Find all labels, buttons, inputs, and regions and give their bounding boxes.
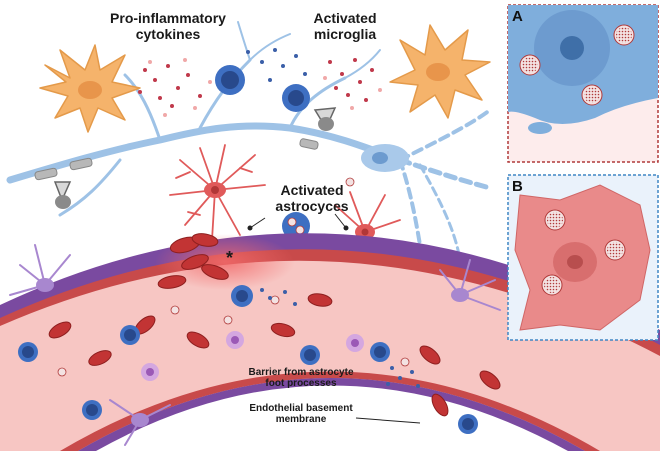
neuron — [6, 21, 493, 262]
inset-panel-a — [507, 4, 659, 163]
microglia-label-line1: Activated — [313, 10, 377, 26]
synapse-terminal-right — [313, 107, 337, 131]
barrier-label: Barrier from astrocyte foot processes — [236, 367, 366, 389]
astrocyte-right-nucleus — [361, 228, 369, 236]
vessel-inner-endothelium — [60, 371, 600, 451]
astrocytes-label: Activated astrocyces — [262, 182, 362, 214]
cytokines-label: Pro-inflammatory cytokines — [98, 10, 238, 42]
microglia-label-line2: microglia — [313, 25, 377, 42]
perivascular-astrocyte-bodies — [36, 278, 469, 427]
blue-particles-lumen — [260, 288, 420, 388]
astrocytes-label-line1: Activated — [280, 182, 344, 198]
astrocyte-center-nucleus — [211, 186, 219, 194]
barrier-label-line2: foot processes — [265, 378, 337, 390]
microglia-left — [39, 44, 141, 133]
membrane-label-line2: membrane — [275, 414, 327, 426]
neuron-nucleus — [372, 152, 388, 164]
inset-panel-b — [507, 174, 659, 341]
astrocytes-label-line2: astrocyces — [275, 197, 349, 214]
vessel-inner-wall — [78, 378, 585, 451]
panel-b-letter: B — [512, 178, 523, 195]
barrier-label-line1: Barrier from astrocyte — [248, 367, 354, 378]
cytokines-label-line2: cytokines — [135, 25, 201, 42]
microglia-right — [389, 24, 491, 119]
red-blood-cells — [48, 233, 501, 417]
myelin-segments — [34, 138, 319, 181]
panel-a-letter: A — [512, 8, 523, 25]
immune-cell-2 — [282, 84, 310, 112]
immune-cell-1 — [215, 65, 245, 95]
cytokine-particles — [138, 48, 382, 117]
membrane-label: Endothelial basement membrane — [236, 403, 366, 425]
synapse-terminal-left — [53, 181, 72, 209]
microglia-label: Activated microglia — [290, 10, 400, 42]
asterisk-marker: * — [226, 248, 234, 268]
cytokines-label-line1: Pro-inflammatory — [110, 10, 226, 26]
leukocytes — [18, 285, 478, 434]
infected-immune-cell — [282, 212, 310, 240]
membrane-label-line1: Endothelial basement — [249, 403, 353, 414]
virus-particles — [57, 177, 410, 377]
